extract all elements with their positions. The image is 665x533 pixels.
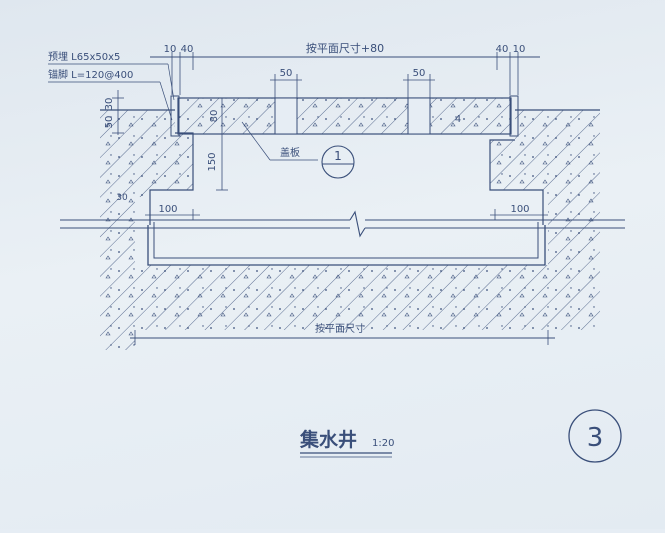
dim-left-offset-b: 40: [181, 44, 194, 55]
dim-slot-left: 50: [280, 68, 293, 79]
cover-plate: [177, 97, 512, 135]
angle-steel-right: [509, 95, 519, 137]
label-anchor: 锚脚 L=120@400: [48, 68, 133, 81]
dim-small-mark: 30: [116, 193, 128, 203]
hatch-number: 4: [455, 114, 461, 125]
right-wall-edge: [489, 109, 600, 225]
dim-right-offset-a: 40: [496, 44, 509, 55]
label-angle-steel: 预埋 L65x50x5: [48, 51, 120, 63]
detail-number-marker: 3: [568, 409, 622, 463]
dim-walls: 100 100: [145, 204, 548, 220]
section-mark-number: 1: [334, 149, 342, 163]
dim-wall-left: 100: [158, 204, 177, 215]
wall-left: [100, 110, 193, 350]
dim-slot-right: 50: [413, 68, 426, 79]
dim-top-overall: 按平面尺寸+80: [306, 41, 384, 55]
trench-inner-line: [153, 222, 539, 259]
detail-number: 3: [587, 423, 604, 453]
dim-bottom-overall: 按平面尺寸: [315, 322, 365, 335]
label-cover-plate: 盖板: [280, 146, 300, 159]
dim-ledge-depth: 150: [207, 152, 218, 171]
dim-wall-right: 100: [510, 204, 529, 215]
dim-bottom: 按平面尺寸: [130, 322, 555, 345]
trench-outline: [147, 225, 546, 266]
section-mark-circle: [321, 145, 355, 179]
bottom-slab: [135, 265, 548, 330]
dim-left-offset-a: 10: [164, 44, 177, 55]
break-line: [60, 210, 625, 238]
wall-right: [490, 110, 600, 330]
dim-cover-ledge: 80 150: [207, 97, 228, 191]
title-block: 集水井 1:20: [299, 428, 394, 458]
dim-vertical-50: 50: [104, 116, 115, 129]
dim-left-vertical: 30 50: [104, 90, 124, 135]
annotation-cover-plate: 盖板 1 4: [241, 114, 461, 179]
dim-cover-thickness: 80: [209, 110, 220, 123]
dim-vertical-30: 30: [104, 98, 115, 111]
drawing-scale: 1:20: [372, 438, 394, 449]
drawing-title: 集水井: [299, 428, 357, 451]
dim-top: 按平面尺寸+80 10 40 40 10: [150, 41, 540, 95]
dim-right-offset-b: 10: [513, 44, 526, 55]
annotation-angle-steel: 预埋 L65x50x5 锚脚 L=120@400: [48, 51, 175, 121]
dim-slots: 50 50: [270, 68, 435, 98]
